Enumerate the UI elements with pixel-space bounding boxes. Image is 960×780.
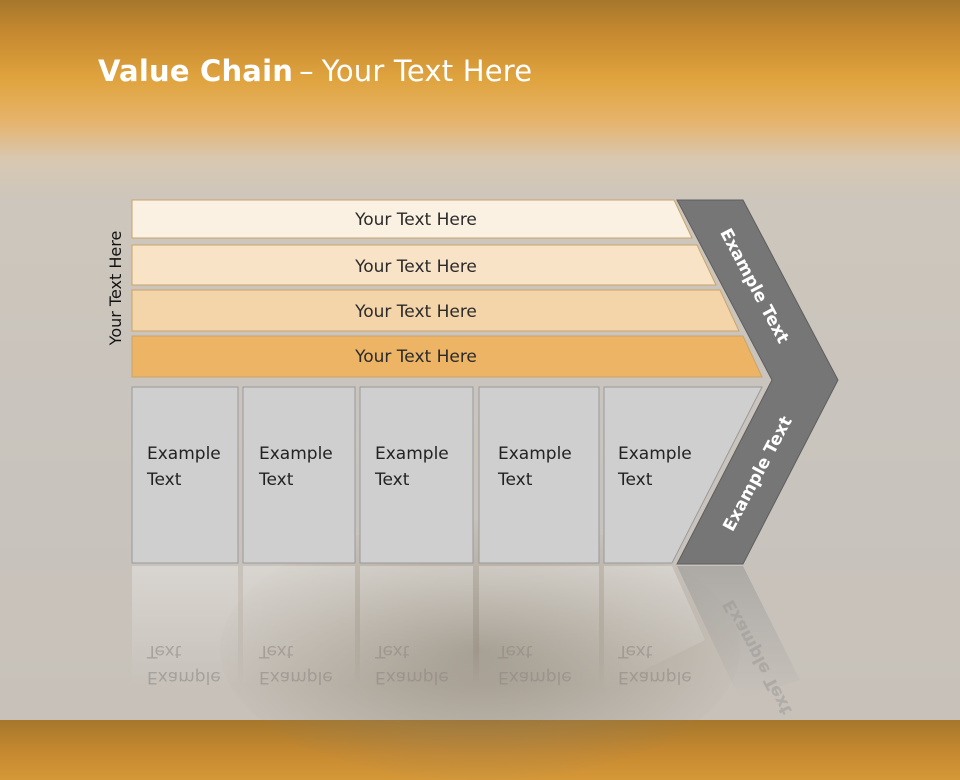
- reflection-box-5-line2: Text: [617, 641, 653, 661]
- bar-2-label: Your Text Here: [354, 257, 477, 277]
- box-3-line1: Example: [375, 444, 449, 464]
- box-2-line2: Text: [258, 470, 294, 490]
- box-3-line2: Text: [374, 470, 410, 490]
- box-1-line2: Text: [146, 470, 182, 490]
- reflection-box-2-line1: Example: [259, 667, 333, 687]
- value-chain-diagram: Your Text Here Your Text Here Your Text …: [131, 199, 839, 718]
- box-5-line2: Text: [617, 470, 653, 490]
- page-title: Value Chain–Your Text Here: [98, 54, 532, 88]
- bar-3: [131, 289, 740, 332]
- box-5: [603, 386, 763, 564]
- title-rest: Your Text Here: [321, 54, 533, 88]
- box-4-line1: Example: [498, 444, 572, 464]
- bar-2: [131, 244, 717, 286]
- reflection-box-4-line2: Text: [497, 641, 533, 661]
- title-main: Value Chain: [98, 54, 294, 88]
- bar-3-label: Your Text Here: [354, 302, 477, 322]
- chevron-arrow: [676, 199, 839, 565]
- box-group: Example Text Example Text Example Text E…: [131, 386, 763, 564]
- reflection-box-1-line2: Text: [146, 641, 182, 661]
- reflection-box-3-line2: Text: [374, 641, 410, 661]
- box-4: [478, 386, 600, 564]
- reflection-box-3-line1: Example: [375, 667, 449, 687]
- box-3: [359, 386, 474, 564]
- box-4-line2: Text: [497, 470, 533, 490]
- bar-1: [131, 199, 693, 239]
- bar-4: [131, 335, 763, 378]
- reflection: Example Text Example Text Example Text E…: [132, 566, 800, 718]
- bar-group: Your Text Here Your Text Here Your Text …: [131, 199, 763, 378]
- title-separator: –: [299, 54, 314, 88]
- box-5-line1: Example: [618, 444, 692, 464]
- reflection-box-5-line1: Example: [618, 667, 692, 687]
- box-1: [131, 386, 239, 564]
- box-2-line1: Example: [259, 444, 333, 464]
- reflection-box-4-line1: Example: [498, 667, 572, 687]
- bar-4-label: Your Text Here: [354, 347, 477, 367]
- reflection-box-2-line2: Text: [258, 641, 294, 661]
- bar-1-label: Your Text Here: [354, 210, 477, 230]
- box-2: [242, 386, 356, 564]
- box-1-line1: Example: [147, 444, 221, 464]
- reflection-box-1-line1: Example: [147, 667, 221, 687]
